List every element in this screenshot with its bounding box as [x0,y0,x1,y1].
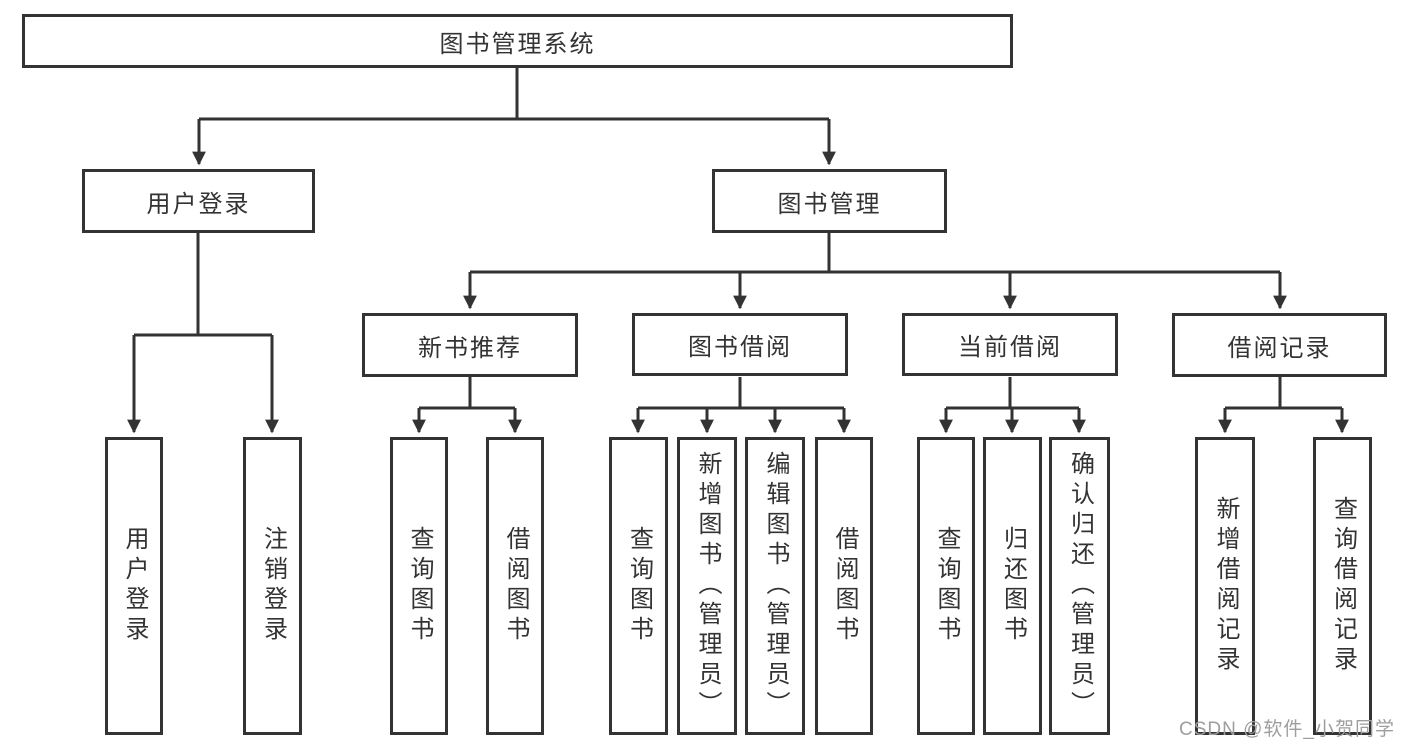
node-leaf-br-add-record: 新增借阅记录 [1195,437,1255,735]
watermark: CSDN @软件_小贺同学 [1179,719,1395,740]
node-leaf-br-query-record-label: 查询借阅记录 [1329,496,1357,676]
node-root: 图书管理系统 [22,14,1013,68]
node-new-book-recommend-label: 新书推荐 [418,334,522,362]
node-leaf-bb-add-book-label: 新增图书（管理员） [694,451,721,721]
node-leaf-bb-edit-book: 编辑图书（管理员） [745,437,805,735]
node-leaf-bb-borrow-book: 借阅图书 [815,437,873,735]
node-current-borrow-label: 当前借阅 [958,334,1062,361]
node-leaf-cb-query-book-label: 查询图书 [933,526,960,646]
node-user-login-label: 用户登录 [146,190,251,218]
node-leaf-bb-borrow-book-label: 借阅图书 [831,526,858,646]
node-leaf-cb-confirm-return-label: 确认归还（管理员） [1066,451,1094,721]
node-leaf-cb-confirm-return: 确认归还（管理员） [1049,437,1110,735]
node-leaf-bb-edit-book-label: 编辑图书（管理员） [762,451,789,721]
node-leaf-nb-borrow-book-label: 借阅图书 [502,526,529,646]
node-current-borrow: 当前借阅 [902,313,1118,376]
node-new-book-recommend: 新书推荐 [362,313,578,377]
node-leaf-user-login: 用户登录 [105,437,163,735]
node-book-management: 图书管理 [712,169,947,233]
node-book-management-label: 图书管理 [777,190,882,218]
node-borrow-record: 借阅记录 [1172,313,1387,377]
node-leaf-br-query-record: 查询借阅记录 [1313,437,1372,735]
node-leaf-cb-return-book-label: 归还图书 [999,526,1027,646]
node-leaf-logout: 注销登录 [243,437,302,735]
node-leaf-logout-label: 注销登录 [259,526,287,646]
node-leaf-nb-query-book-label: 查询图书 [406,526,433,646]
node-leaf-bb-query-book-label: 查询图书 [625,526,653,646]
node-leaf-nb-borrow-book: 借阅图书 [486,437,544,735]
node-book-borrow-label: 图书借阅 [688,334,792,361]
node-leaf-bb-add-book: 新增图书（管理员） [677,437,737,735]
node-leaf-bb-query-book: 查询图书 [609,437,668,735]
node-leaf-nb-query-book: 查询图书 [390,437,448,735]
node-leaf-user-login-label: 用户登录 [121,526,148,646]
node-user-login: 用户登录 [82,169,315,233]
node-leaf-cb-return-book: 归还图书 [983,437,1042,735]
node-leaf-cb-query-book: 查询图书 [917,437,975,735]
node-borrow-record-label: 借阅记录 [1227,334,1332,362]
node-root-label: 图书管理系统 [439,30,596,58]
node-leaf-br-add-record-label: 新增借阅记录 [1212,496,1239,676]
node-book-borrow: 图书借阅 [632,313,848,376]
